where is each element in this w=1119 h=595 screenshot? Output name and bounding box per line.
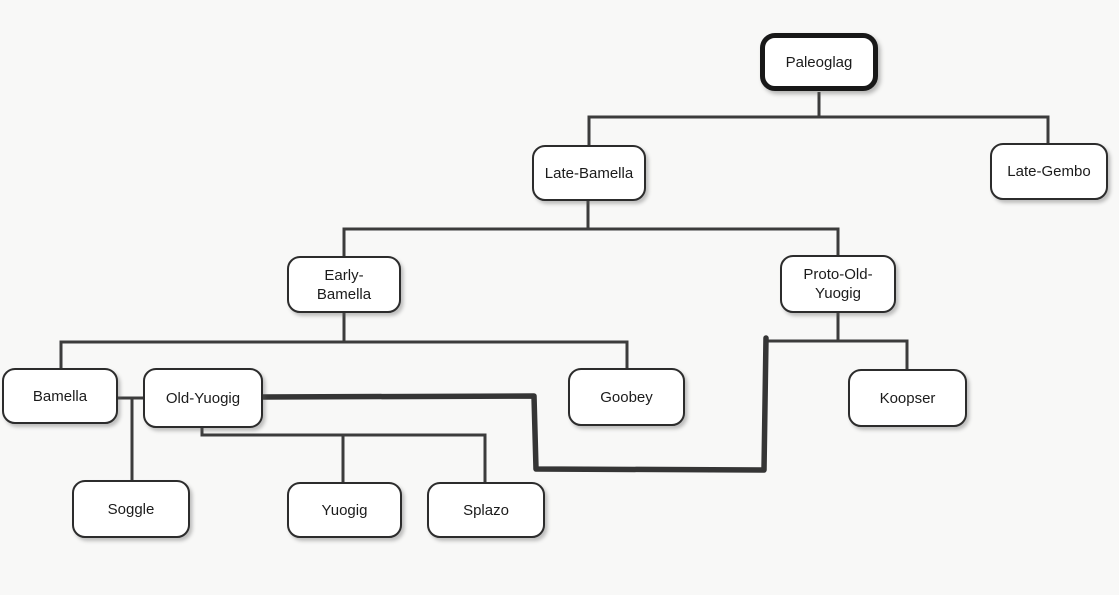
node-soggle: Soggle bbox=[72, 480, 190, 538]
edge-early-bamella-children-bar bbox=[59, 340, 629, 369]
node-early-bamella: Early- Bamella bbox=[287, 256, 401, 313]
node-label: Old-Yuogig bbox=[165, 389, 241, 407]
node-proto-old-yuogig: Proto-Old- Yuogig bbox=[780, 255, 896, 313]
node-label: Late-Gembo bbox=[1007, 163, 1091, 180]
node-label-line2: Yuogig bbox=[815, 285, 861, 302]
node-yuogig: Yuogig bbox=[287, 482, 402, 538]
node-old-yuogig: Old-Yuogig bbox=[143, 368, 263, 428]
node-label: Late-Bamella bbox=[544, 164, 634, 182]
node-label: Paleoglag bbox=[785, 53, 853, 71]
node-label: Splazo bbox=[463, 501, 509, 519]
node-label: Koopser bbox=[879, 389, 936, 407]
edge-proto-oldyuogig-thick-hand-drawn bbox=[260, 335, 769, 473]
node-label: Yuogig bbox=[321, 501, 368, 519]
node-label: Soggle bbox=[107, 500, 155, 518]
node-late-bamella: Late-Bamella bbox=[532, 145, 646, 201]
node-label-line1: Early- bbox=[324, 266, 364, 284]
edge-level2-bar bbox=[342, 227, 840, 257]
node-goobey: Goobey bbox=[568, 368, 685, 426]
node-paleoglag: Paleoglag bbox=[760, 33, 878, 91]
node-splazo: Splazo bbox=[427, 482, 545, 538]
node-late-gembo: Late-Gembo bbox=[990, 143, 1108, 200]
edge-level1-bar bbox=[587, 115, 1050, 146]
node-label-line2: Bamella bbox=[316, 285, 372, 303]
node-bamella: Bamella bbox=[2, 368, 118, 424]
edge-proto-old-yuogig-children-bar bbox=[767, 339, 909, 370]
node-label-line1: Proto-Old- bbox=[803, 266, 873, 283]
node-label: Bamella bbox=[32, 387, 88, 405]
node-koopser: Koopser bbox=[848, 369, 967, 427]
node-label: Goobey bbox=[600, 388, 653, 406]
